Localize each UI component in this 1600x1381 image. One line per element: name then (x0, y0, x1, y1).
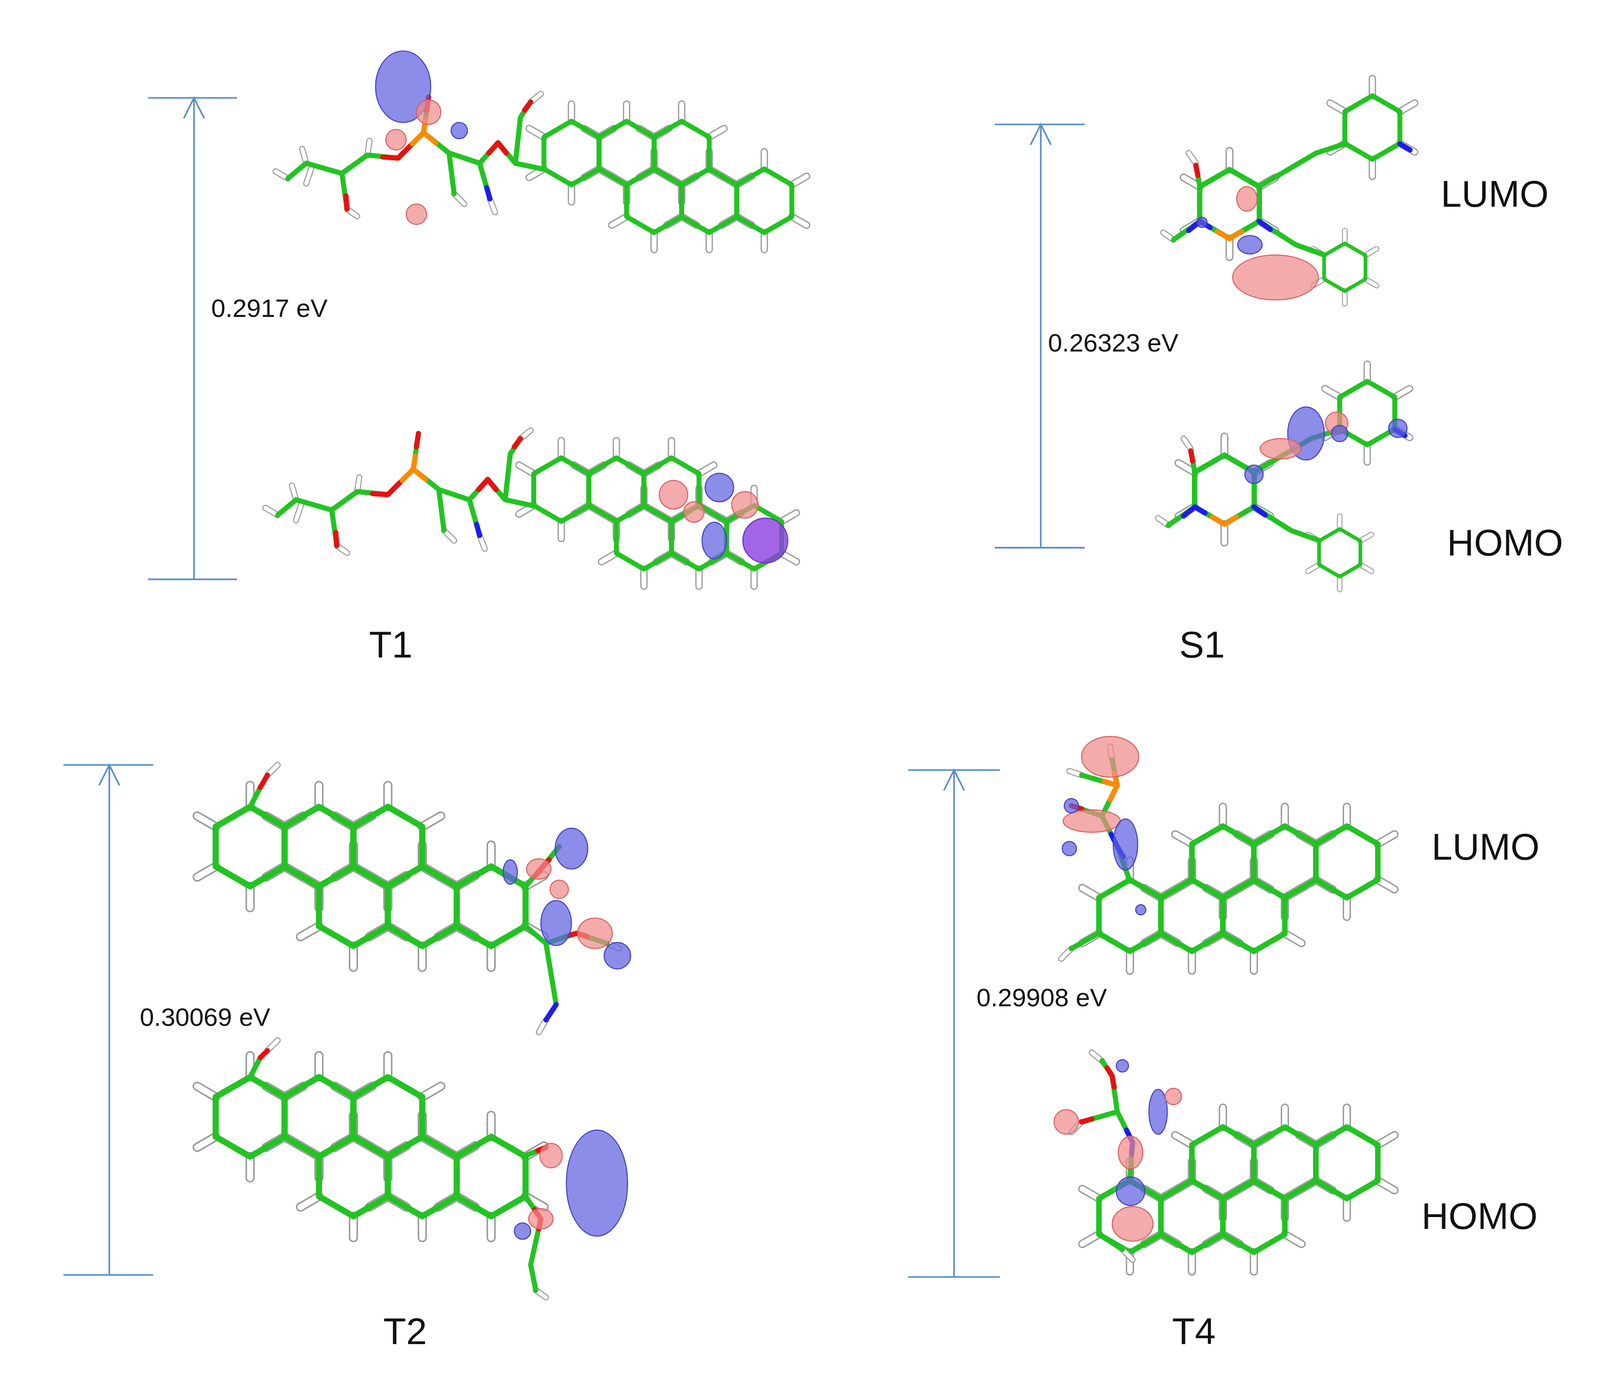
energy-gap-value: 0.29908 eV (976, 983, 1107, 1013)
label-slot: 0.29908 eV (976, 983, 1107, 1013)
panel-label: S1 (1179, 623, 1225, 667)
molecule-s1-homo (1158, 364, 1410, 590)
molecule-t4-homo (1053, 1053, 1395, 1273)
label-slot: T1 (368, 623, 413, 667)
label-slot: T4 (1171, 1310, 1216, 1354)
energy-gap-value: 0.26323 eV (1047, 328, 1179, 358)
orbital-label: LUMO (1440, 172, 1549, 216)
orbital-label: HOMO (1421, 1194, 1538, 1238)
label-slot: HOMO (1446, 521, 1564, 565)
label-slot: LUMO (1440, 172, 1549, 216)
label-slot: 0.26323 eV (1047, 328, 1179, 358)
molecule-s1-lumo (1163, 78, 1415, 304)
molecule-t1-lumo (275, 51, 807, 250)
label-slot: S1 (1179, 623, 1225, 667)
panel-label: T4 (1171, 1310, 1216, 1354)
label-slot: LUMO (1431, 825, 1540, 869)
molecule-t2-homo (197, 1040, 628, 1298)
energy-gap-value: 0.2917 eV (211, 293, 328, 323)
label-slot: HOMO (1421, 1194, 1538, 1238)
orbital-label: LUMO (1431, 825, 1540, 869)
molecule-t2-lumo (197, 765, 631, 1033)
energy-gap-arrow (63, 97, 1085, 1278)
panel-label: T2 (383, 1310, 428, 1354)
molecule-t4-lumo (1061, 736, 1395, 971)
energy-gap-value: 0.30069 eV (139, 1002, 271, 1033)
label-slot: T2 (383, 1310, 428, 1354)
orbital-label: HOMO (1446, 521, 1564, 565)
label-slot: 0.30069 eV (139, 1002, 271, 1033)
molecule-t1-homo (265, 430, 797, 587)
label-slot: 0.2917 eV (211, 293, 328, 323)
panel-label: T1 (368, 623, 413, 667)
